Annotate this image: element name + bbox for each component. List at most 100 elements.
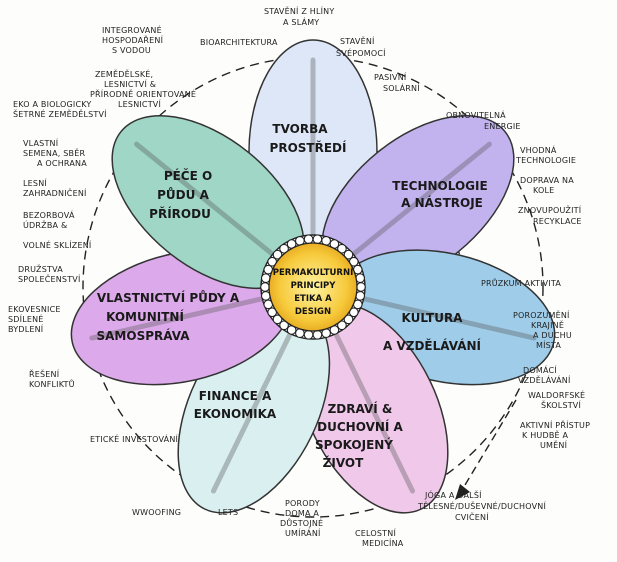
label-ekovesnice-2: SDÍLENÉ xyxy=(8,313,44,324)
label-lesni-1: LESNÍ xyxy=(23,177,47,188)
petal-title-pece-1: PÉČE O xyxy=(164,168,212,183)
petal-title-vlastnictvi-1: VLASTNICTVÍ PŮDY A xyxy=(97,290,240,305)
center-label-line-4: DESIGN xyxy=(295,307,331,317)
label-porozumeni-4: MÍSTA xyxy=(536,339,561,350)
label-domaci-1: DOMÁCÍ xyxy=(523,364,557,375)
label-domaci-2: VZDĚLÁVÁNÍ xyxy=(518,374,571,385)
center-bead xyxy=(260,282,270,292)
label-obnovitelna-2: ENERGIE xyxy=(484,122,521,131)
petal-title-finance-1: FINANCE A xyxy=(199,389,272,403)
label-doprava-2: KOLE xyxy=(533,186,554,195)
label-celostni-2: MEDICÍNA xyxy=(362,537,404,548)
label-ekovesnice-3: BYDLENÍ xyxy=(8,323,44,334)
petal-title-vlastnictvi-2: KOMUNITNÍ xyxy=(106,309,184,324)
label-reseni-2: KONFLIKTŮ xyxy=(29,378,75,389)
spiral-arrowhead-icon xyxy=(455,484,470,500)
label-semena-1: VLASTNÍ xyxy=(23,137,59,148)
petal-title-tvorba-1: TVORBA xyxy=(272,122,328,136)
label-staveni-svepomoci-2: SVÉPOMOCÍ xyxy=(336,47,386,58)
center-bead xyxy=(272,249,283,260)
label-celostni-1: CELOSTNÍ xyxy=(355,527,396,538)
petal-title-vlastnictvi-3: SAMOSPRÁVA xyxy=(97,328,191,343)
label-waldorfske-1: WALDORFSKÉ xyxy=(528,389,585,400)
label-vhodna-2: TECHNOLOGIE xyxy=(515,156,576,165)
label-bezorbova-2: ÚDRŽBA & xyxy=(23,219,67,230)
label-porody-4: UMÍRÁNÍ xyxy=(285,527,321,538)
label-semena-3: A OCHRANA xyxy=(37,159,87,168)
label-pruzkum-aktivita: PRŮZKUM AKTIVITA xyxy=(481,277,561,288)
label-eticke-investovani: ETICKÉ INVESTOVÁNÍ xyxy=(90,433,179,444)
label-wwoofing: WWOOFING xyxy=(132,508,181,517)
petal-titles: TVORBA PROSTŘEDÍ TECHNOLOGIE A NÁSTROJE … xyxy=(97,122,488,470)
label-porozumeni-2: KRAJINĚ xyxy=(531,319,564,330)
petal-title-zdravi-2: DUCHOVNÍ A xyxy=(317,419,403,434)
petal-title-pece-3: PŘÍRODU xyxy=(149,206,211,221)
label-eko-1: EKO A BIOLOGICKY xyxy=(13,100,92,109)
center-bead xyxy=(312,329,323,340)
petal-title-zdravi-4: ŽIVOT xyxy=(323,455,364,470)
center-disc xyxy=(268,242,358,332)
petals xyxy=(70,39,556,514)
label-ekovesnice-1: EKOVESNICE xyxy=(8,305,61,314)
petal-title-zdravi-1: ZDRAVÍ & xyxy=(328,401,393,416)
petal-title-zdravi-3: SPOKOJENÝ xyxy=(315,437,393,452)
center-bead xyxy=(272,314,283,325)
petal-title-pece-2: PŮDU A xyxy=(157,187,209,202)
label-joga-1: JÓGA A DALŠÍ xyxy=(424,489,482,500)
label-bezorbova-1: BEZORBOVÁ xyxy=(23,209,75,220)
label-bezorbova-3: VOLNÉ SKLÍZENÍ xyxy=(23,239,92,250)
label-znovupouziti-1: ZNOVUPOUŽITÍ xyxy=(518,204,582,215)
center-bead xyxy=(312,234,323,245)
label-porozumeni-3: A DUCHU xyxy=(533,331,572,340)
label-porozumeni-1: POROZUMĚNÍ xyxy=(513,309,570,320)
outer-labels: STAVĚNÍ Z HLÍNY A SLÁMY INTEGROVANÉ HOSP… xyxy=(8,5,590,548)
label-waldorfske-2: ŠKOLSTVÍ xyxy=(541,399,581,410)
petal-title-technologie-1: TECHNOLOGIE xyxy=(392,179,487,193)
label-pasivni-1: PASIVNÍ xyxy=(374,71,407,82)
petal-title-tvorba-2: PROSTŘEDÍ xyxy=(270,140,347,155)
center-label-line-1: PERMAKULTURNÍ xyxy=(273,266,354,278)
petal-midribs xyxy=(89,57,537,494)
label-eko-2: ŠETRNÉ ZEMĚDĚLSTVÍ xyxy=(13,108,107,119)
label-zemedelske-4: LESNICTVÍ xyxy=(118,98,161,109)
label-obnovitelna-1: OBNOVITELNÁ xyxy=(446,109,506,120)
center-bead xyxy=(356,282,366,292)
label-semena-2: SEMENA, SBĚR xyxy=(23,147,85,158)
label-pasivni-2: SOLÁRNÍ xyxy=(383,82,420,93)
label-aktivni-2: K HUDBĚ A xyxy=(522,429,569,440)
label-staveni-z-hliny-1: STAVĚNÍ Z HLÍNY xyxy=(264,5,334,16)
center-bead xyxy=(343,249,354,260)
label-aktivni-1: AKTIVNÍ PŘÍSTUP xyxy=(520,419,590,430)
center-bead xyxy=(343,314,354,325)
label-integrovane-3: S VODOU xyxy=(112,46,151,55)
center-label-line-3: ETIKA A xyxy=(294,294,332,304)
label-doprava-1: DOPRAVA NA xyxy=(520,176,574,185)
label-zemedelske-3: PŘÍRODNĚ ORIENTOVANÉ xyxy=(90,88,196,99)
label-staveni-z-hliny-2: A SLÁMY xyxy=(283,16,319,27)
label-integrovane-2: HOSPODAŘENÍ xyxy=(102,34,164,45)
label-joga-3: CVIČENÍ xyxy=(455,511,489,522)
label-lesni-2: ZAHRADNIČENÍ xyxy=(23,187,87,198)
label-porody-1: PORODY xyxy=(285,499,320,508)
center-bead xyxy=(303,234,314,245)
spiral-arrow-line xyxy=(461,399,517,491)
label-porody-2: DOMA A xyxy=(285,509,319,518)
center-label: PERMAKULTURNÍ PRINCIPY ETIKA A DESIGN xyxy=(273,266,354,317)
petal-title-kultura-1: KULTURA xyxy=(402,311,464,325)
label-druzstva-2: SPOLEČENSTVÍ xyxy=(18,273,81,284)
label-reseni-1: ŘEŠENÍ xyxy=(29,368,60,379)
label-lets: LETS xyxy=(218,508,238,517)
label-znovupouziti-2: RECYKLACE xyxy=(533,217,582,226)
center-bead xyxy=(303,329,314,340)
label-aktivni-3: UMĚNÍ xyxy=(540,439,568,450)
label-zemedelske-1: ZEMĚDĚLSKÉ, xyxy=(95,68,153,79)
petal-title-kultura-2: A VZDĚLÁVÁNÍ xyxy=(383,338,482,353)
label-vhodna-1: VHODNÁ xyxy=(520,144,557,155)
label-druzstva-1: DRUŽSTVA xyxy=(18,263,63,274)
label-staveni-svepomoci-1: STAVĚNÍ xyxy=(340,35,375,46)
center-label-line-2: PRINCIPY xyxy=(291,281,337,291)
petal-title-finance-2: EKONOMIKA xyxy=(194,407,277,421)
label-zemedelske-2: LESNICTVÍ & xyxy=(104,78,156,89)
